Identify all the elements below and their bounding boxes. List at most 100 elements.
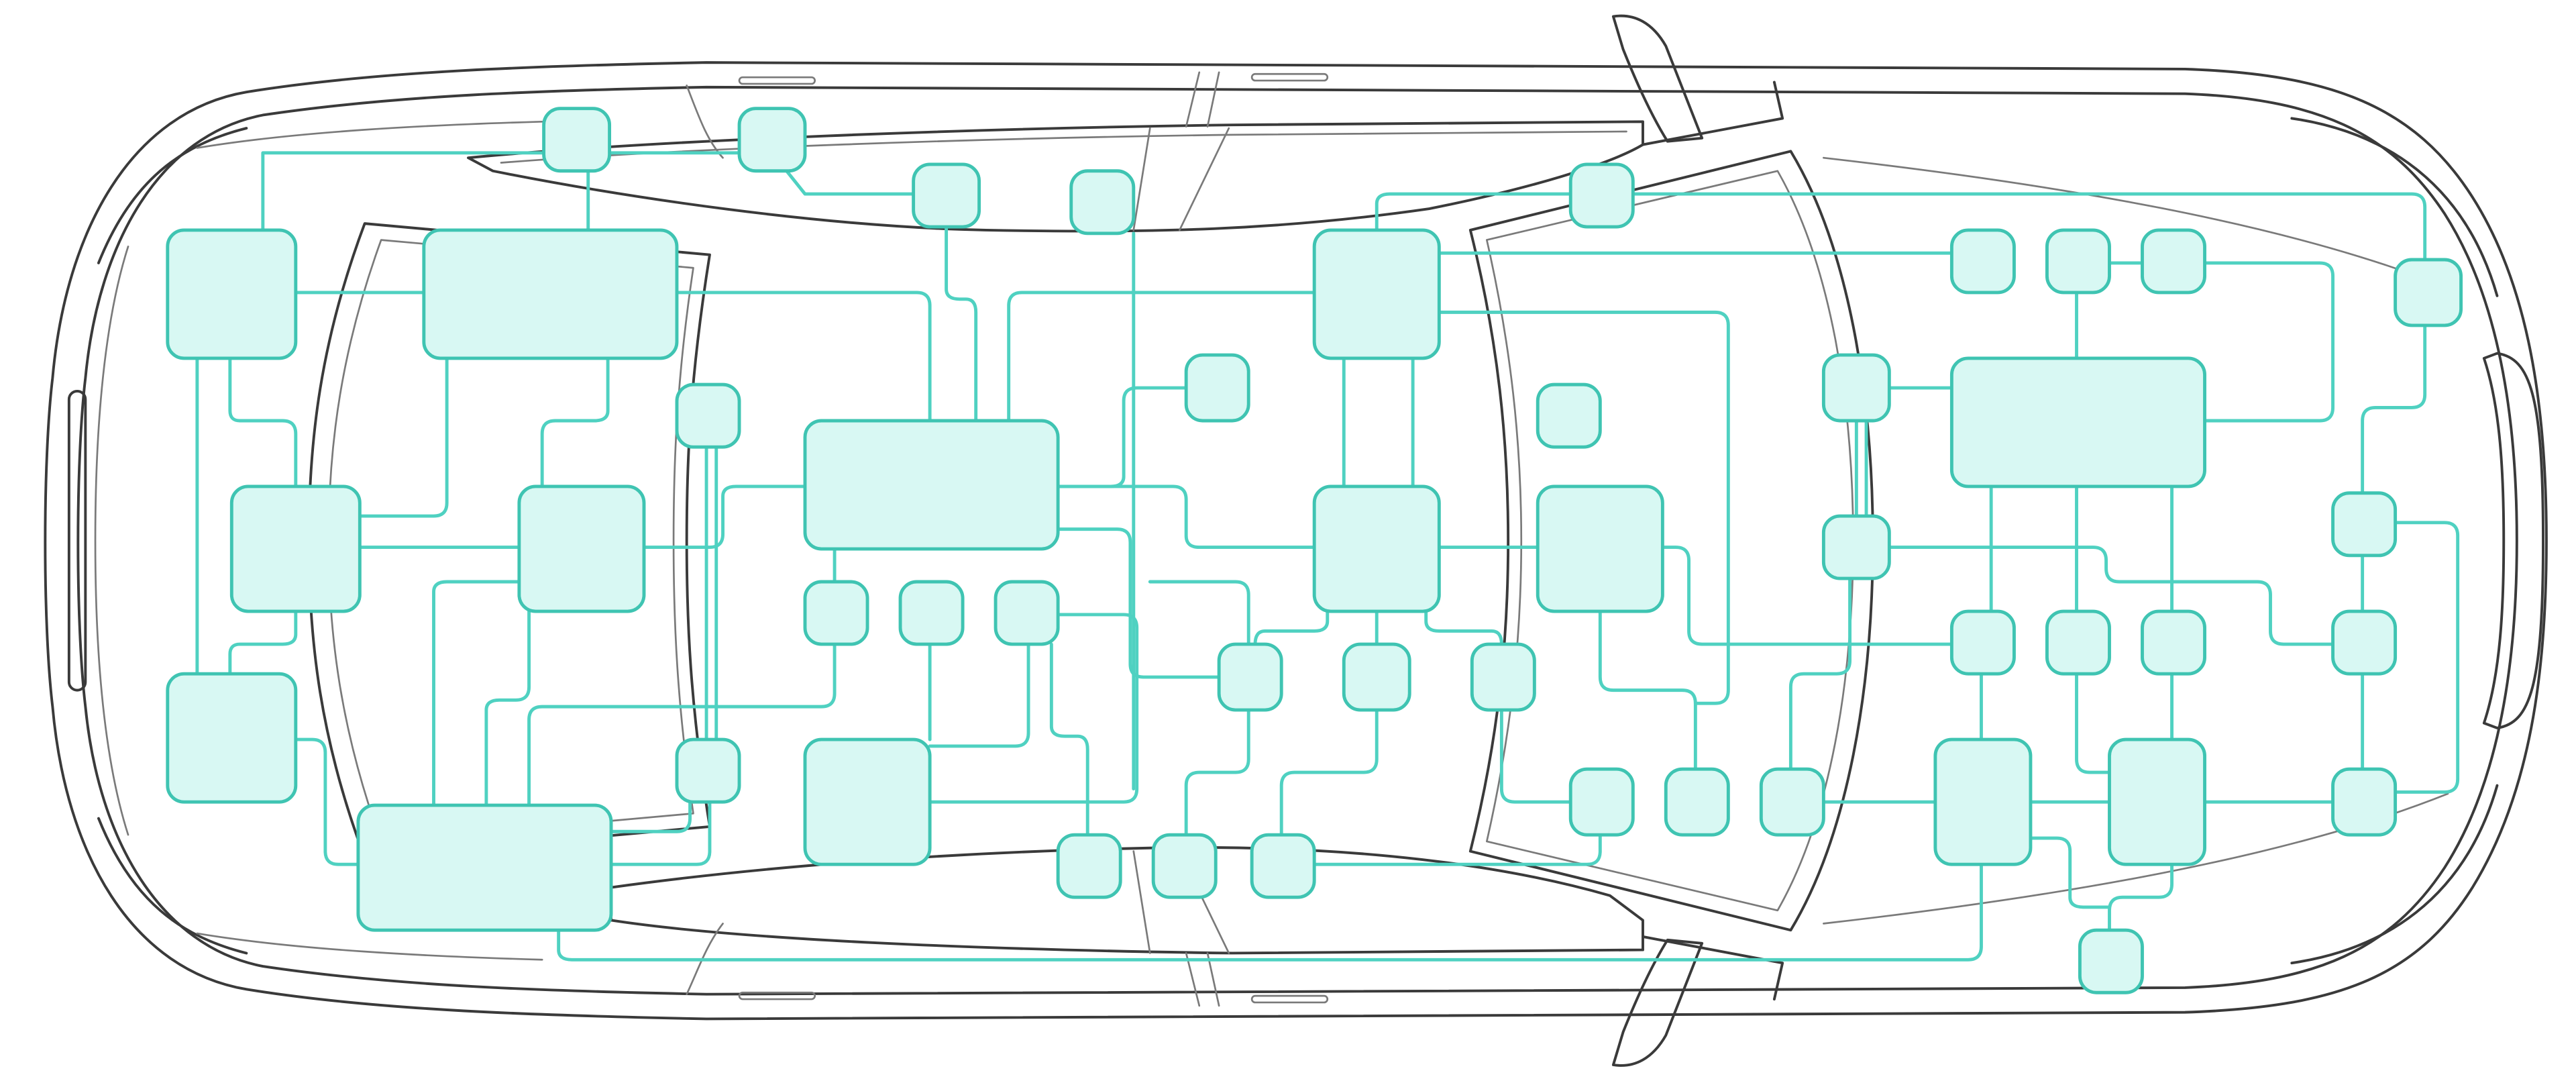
control-module (994, 580, 1060, 646)
wire (261, 151, 774, 232)
wire (2394, 521, 2460, 794)
door-handle-2 (1250, 72, 1329, 82)
door-pillar-front-bottom-2 (1206, 952, 1220, 1007)
control-module (2078, 928, 2144, 994)
control-module (1949, 356, 2206, 488)
wire (1598, 609, 1697, 771)
window-left-top-inner (500, 130, 1627, 164)
car-body-inner (76, 85, 2518, 996)
mirror-top (1611, 14, 1704, 143)
control-module (2331, 491, 2398, 558)
wire (228, 609, 298, 676)
wire (1279, 708, 1379, 837)
wire (1049, 642, 1089, 837)
hood-line-top (196, 120, 543, 149)
door-line-top (686, 85, 724, 159)
wire (432, 580, 521, 807)
wire (1887, 546, 2334, 646)
control-module (1759, 767, 1825, 837)
control-module (542, 107, 612, 173)
control-module (1217, 642, 1283, 712)
control-module (675, 737, 741, 804)
wire (1788, 576, 1851, 771)
control-module (1342, 642, 1411, 712)
control-module (422, 228, 679, 360)
b-pillar-bottom (1132, 850, 1151, 954)
door-handle-4 (1250, 994, 1329, 1004)
control-module (1312, 484, 1441, 613)
wire (1424, 609, 1503, 646)
control-module (1250, 833, 1316, 899)
control-module (1821, 514, 1891, 580)
control-module (2108, 737, 2206, 866)
wire (356, 356, 449, 518)
wire (2203, 261, 2334, 423)
wire (928, 613, 1139, 804)
control-module (2045, 228, 2111, 295)
wire (1631, 192, 2427, 262)
control-module (517, 484, 646, 613)
wire (945, 225, 978, 423)
wire (540, 356, 610, 488)
rear-light-top (2290, 117, 2499, 297)
control-module (1933, 737, 2033, 866)
control-module (675, 382, 741, 449)
b-pillar-top (1132, 127, 1151, 231)
control-module (2045, 609, 2111, 676)
front-headlight-bottom (97, 817, 248, 955)
wire (1312, 833, 1602, 866)
wire (2361, 323, 2427, 495)
wire (928, 642, 1030, 748)
control-module (2141, 609, 2206, 676)
car-body-outer (44, 61, 2548, 1021)
wire (294, 737, 360, 866)
control-module (229, 484, 362, 613)
trunk-line-top (1823, 156, 2449, 289)
wire (557, 862, 1983, 962)
wire (1499, 708, 1572, 804)
rear-bumper (2482, 352, 2544, 729)
control-module (1949, 228, 2016, 295)
wire (1148, 580, 1250, 646)
door-line-bottom (686, 923, 724, 996)
wire (527, 642, 837, 807)
wire (2108, 862, 2174, 932)
wire (609, 800, 692, 833)
control-module (737, 107, 807, 173)
control-module (803, 737, 932, 866)
mirror-bottom (1611, 938, 1704, 1067)
control-module (1568, 162, 1635, 229)
control-module (1312, 228, 1441, 360)
wire (642, 484, 807, 550)
door-handle-1 (738, 76, 816, 85)
door-pillar-front-bottom (1185, 952, 1201, 1007)
control-module (2331, 767, 2398, 837)
control-module (1536, 382, 1602, 449)
c-pillar-top (1642, 81, 1784, 146)
control-module (1949, 609, 2016, 676)
hood-line-bottom (196, 932, 543, 961)
rear-light-bottom (2290, 784, 2499, 965)
wire (1375, 192, 1572, 232)
wire (1253, 609, 1330, 646)
control-module (166, 228, 298, 360)
control-module (1821, 353, 1891, 423)
control-module (166, 672, 298, 804)
control-module (1568, 767, 1635, 837)
control-module (2141, 228, 2206, 295)
wire (228, 356, 298, 488)
wire (1056, 386, 1188, 488)
control-module (2394, 258, 2463, 327)
front-headlight-top (97, 127, 248, 264)
wire (1660, 546, 1953, 646)
wire (2075, 672, 2111, 774)
control-module (803, 580, 869, 646)
front-grille-slot (67, 389, 87, 692)
control-module (1184, 353, 1250, 423)
control-module (803, 419, 1060, 551)
control-module (1056, 833, 1122, 899)
control-module (1470, 642, 1536, 712)
control-module (356, 803, 613, 932)
c-pillar-bottom (1642, 935, 1784, 1000)
